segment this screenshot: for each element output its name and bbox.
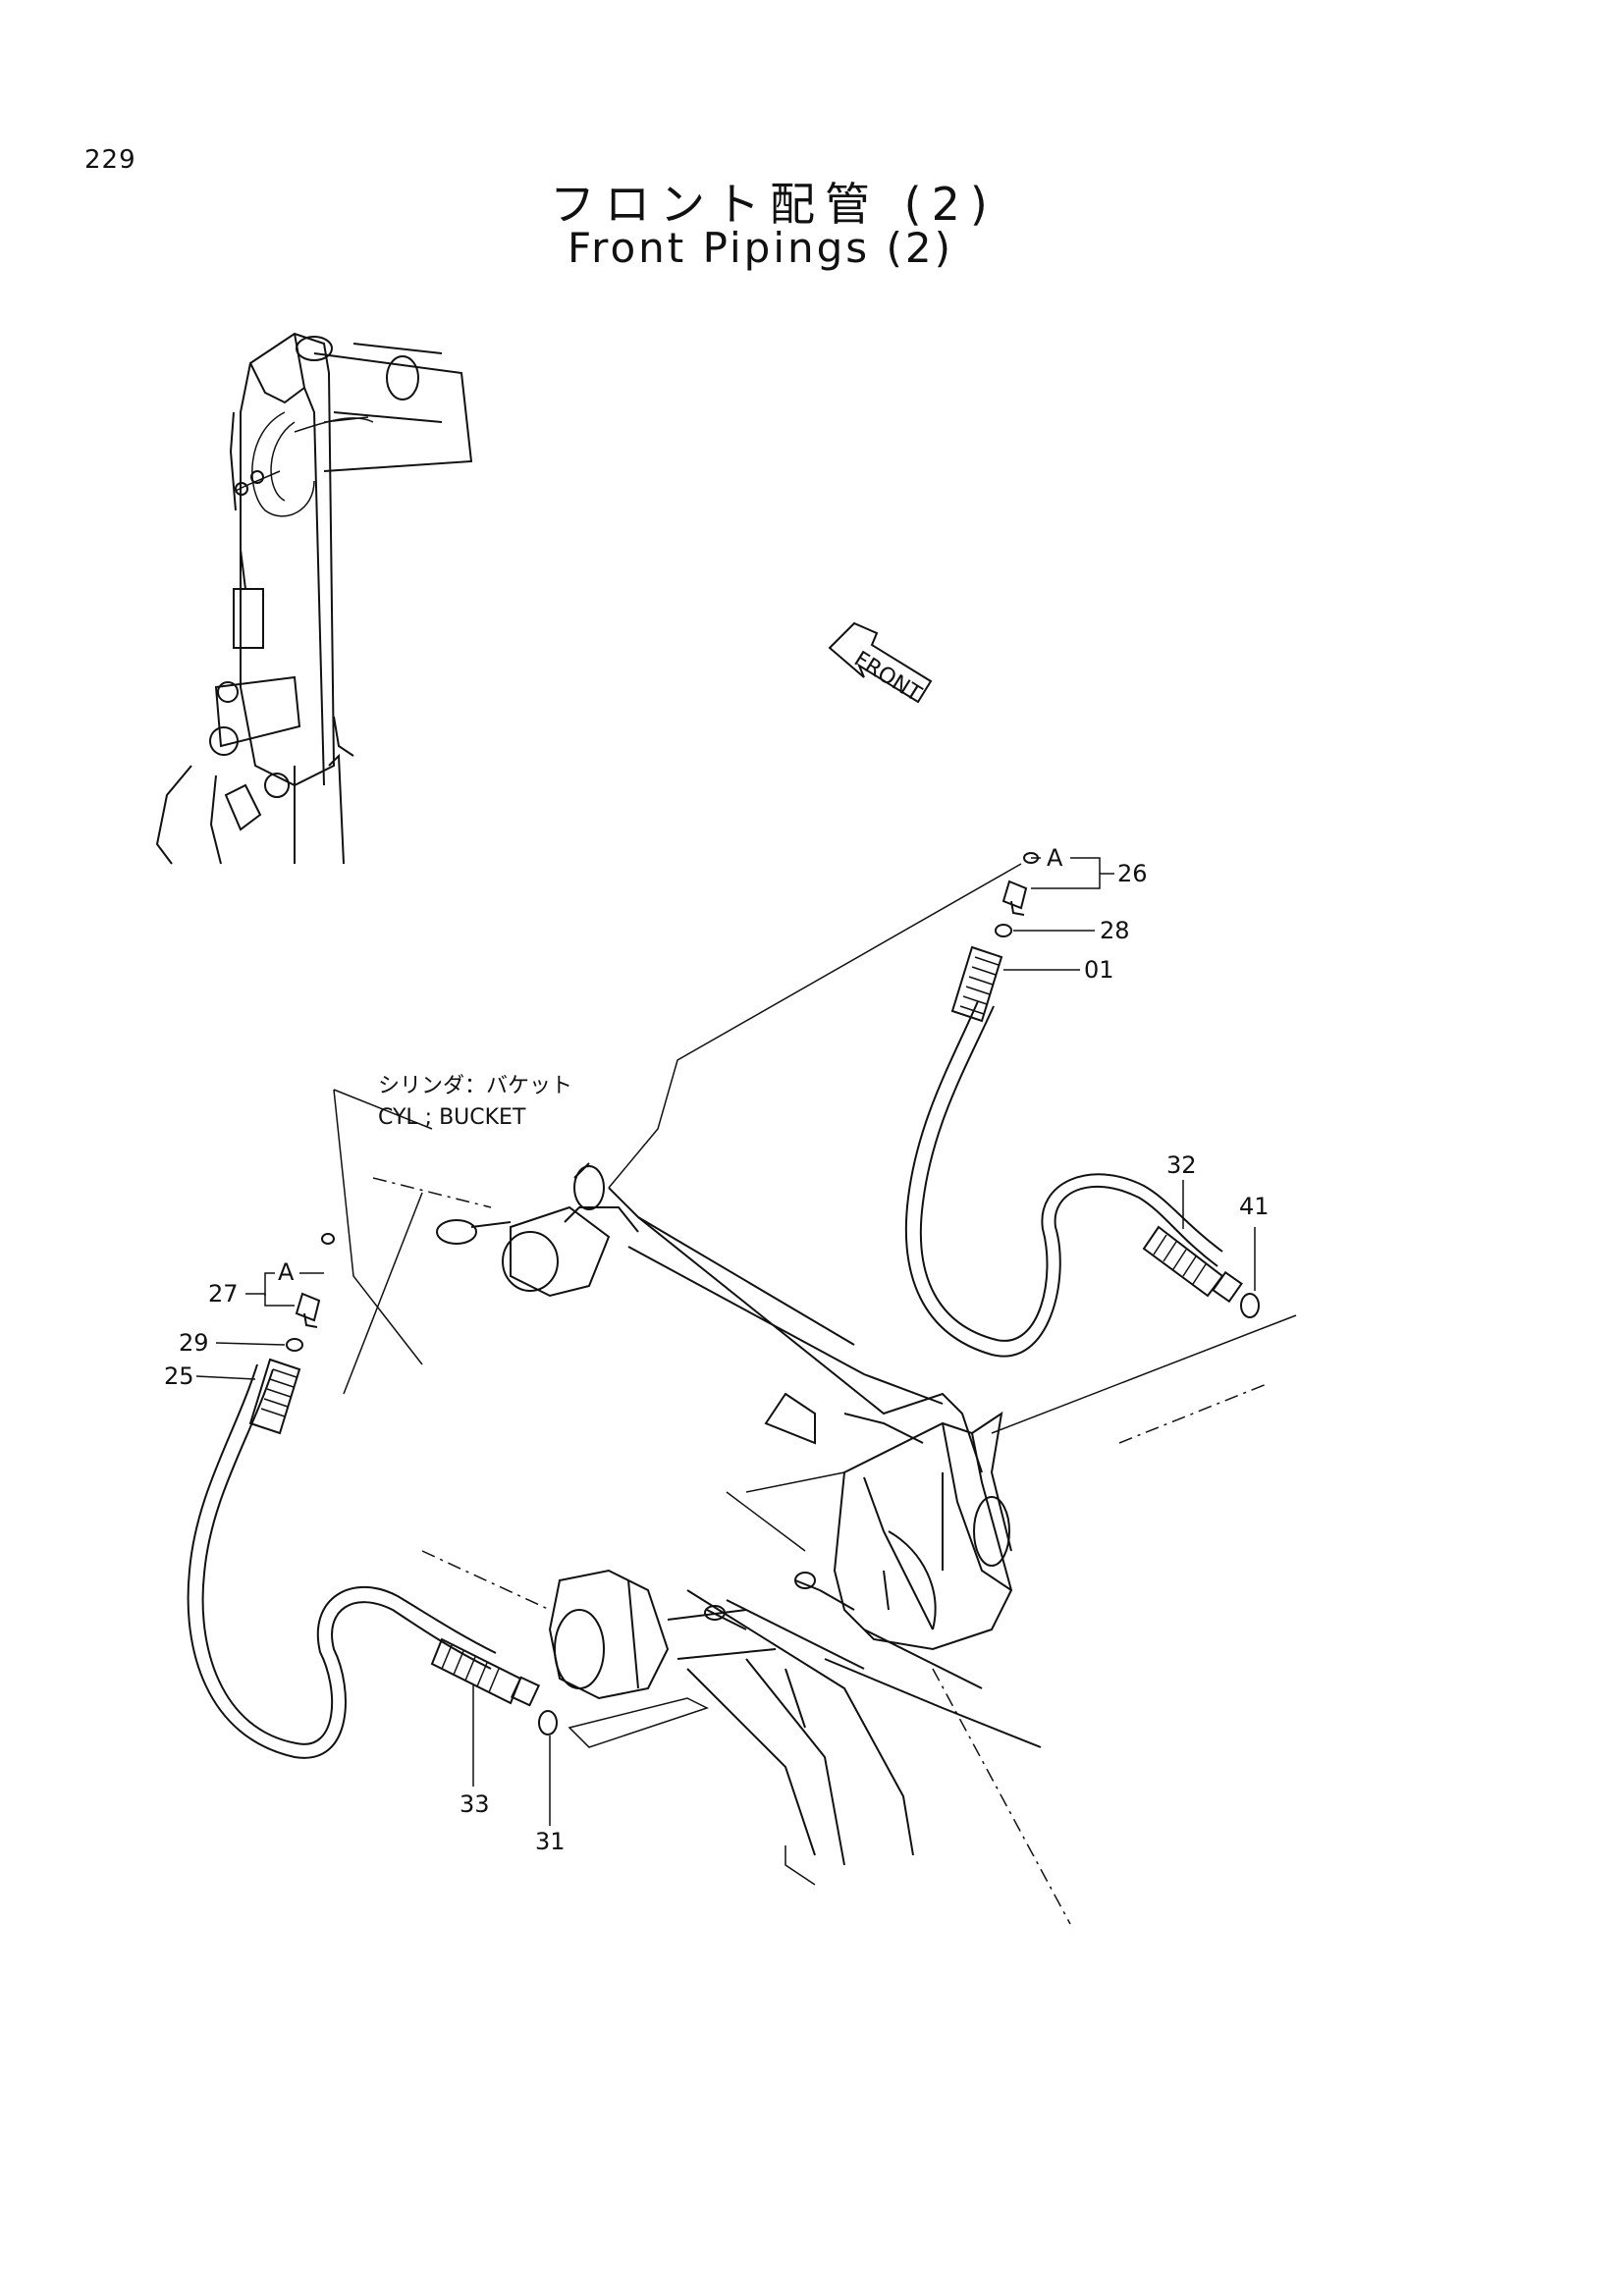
overview-inset: [155, 332, 473, 865]
hose-assembly-left: [187, 1233, 558, 1759]
callout-33: 33: [460, 1790, 490, 1818]
callout-32: 32: [1166, 1151, 1197, 1179]
page-title-english: Front Pipings (2): [568, 224, 953, 272]
page-title-japanese: フロント配管 (2): [550, 178, 998, 231]
callout-27: 27: [208, 1280, 239, 1308]
cylinder-label-japanese: シリンダ：バケット: [378, 1074, 572, 1098]
hose-assembly-right: [904, 852, 1260, 1358]
front-arrow-label: FRONT: [849, 647, 925, 707]
callout-29: 29: [179, 1329, 209, 1357]
callout-leaders: [195, 857, 1256, 1826]
callout-41: 41: [1239, 1193, 1270, 1220]
page-number: 229: [84, 145, 136, 175]
cylinder-label-english: CYL ; BUCKET: [378, 1105, 526, 1130]
callout-31: 31: [535, 1828, 566, 1855]
bucket-cylinder-assembly: [436, 1162, 1042, 1866]
callout-26: 26: [1117, 860, 1148, 887]
callout-group-letter-left: A: [278, 1258, 295, 1286]
callout-25: 25: [164, 1362, 194, 1390]
reference-lines: [333, 863, 1297, 1925]
callout-28: 28: [1100, 917, 1130, 944]
cylinder-label: シリンダ：バケット CYL ; BUCKET: [378, 1074, 572, 1130]
callout-labels: A 26 28 01 32 41 A 27 29 25 33 31: [164, 844, 1270, 1855]
callout-01: 01: [1084, 956, 1114, 984]
front-direction-arrow: FRONT: [828, 621, 933, 707]
callout-group-letter-right: A: [1047, 844, 1063, 872]
